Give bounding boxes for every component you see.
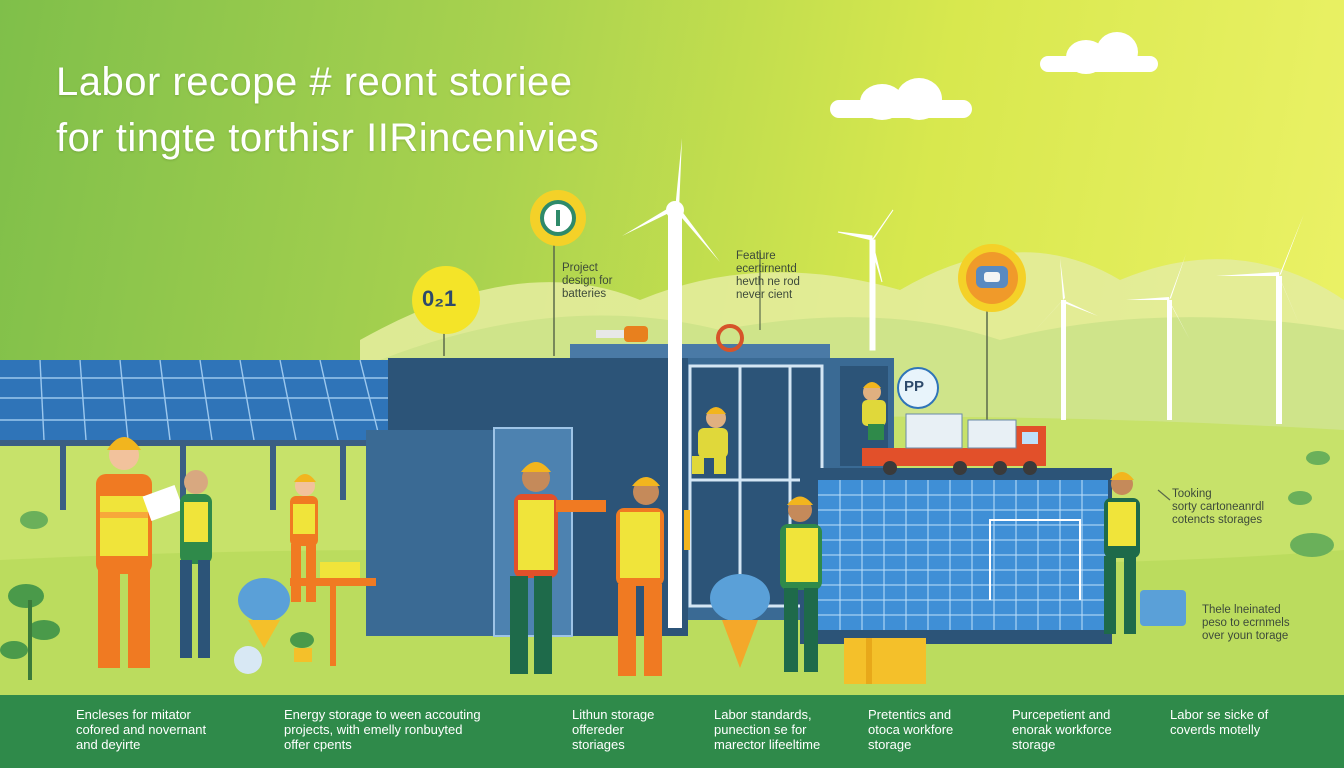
pp-badge-icon <box>897 367 939 409</box>
annotation-maintained: Thele lneinated peso to ecrnmels over yo… <box>1202 604 1290 642</box>
caption-3: Lithun storage offereder storiages <box>572 707 655 752</box>
counter-badge-icon <box>412 266 480 334</box>
drum-icon <box>710 574 770 668</box>
counter-badge-label: 0₂1 <box>422 286 457 311</box>
wind-turbine-icon <box>1126 254 1190 420</box>
worker-icon <box>180 470 212 658</box>
worker-icon <box>692 407 728 474</box>
caption-2: Energy storage to ween accouting project… <box>284 707 481 752</box>
pp-badge-label: PP <box>904 378 925 395</box>
solar-panel-icon <box>0 359 420 510</box>
drum-icon <box>234 578 290 674</box>
worker-icon <box>780 496 822 672</box>
caption-7: Labor se sicke of coverds motelly <box>1170 707 1269 737</box>
worker-icon <box>96 437 184 668</box>
gear-icon <box>530 190 586 246</box>
cloud <box>830 78 972 120</box>
page-title: Labor recope # reont storiee for tingte … <box>56 54 599 166</box>
wind-turbine-icon <box>837 209 894 351</box>
annotation-feature: Feature ecertirnentd hevth ne rod never … <box>736 250 800 301</box>
plant-icon <box>0 584 60 680</box>
wind-turbine-icon <box>1030 258 1098 420</box>
wind-turbine-icon <box>1216 214 1304 424</box>
plant-icon <box>290 632 314 662</box>
caption-5: Pretentics and otoca workfore storage <box>868 707 954 752</box>
annotation-project: Project design for batteries <box>562 262 613 300</box>
sun-badge-icon <box>958 244 1026 312</box>
title-line-1: Labor recope # reont storiee <box>56 60 573 104</box>
caption-bar: Encleses for mitator cofored and noverna… <box>0 695 1344 768</box>
annotation-tracking: Tooking sorty cartoneanrdl cotencts stor… <box>1172 488 1265 526</box>
caption-6: Purcepetient and enorak workforce storag… <box>1012 707 1112 752</box>
cloud <box>1040 32 1158 74</box>
worker-icon <box>290 474 318 602</box>
plant-icon <box>20 451 1334 557</box>
worker-icon <box>616 477 690 676</box>
worker-icon <box>862 382 886 440</box>
caption-4: Labor standards, punection se for marect… <box>714 707 821 752</box>
title-line-2: for tingte torthisr IIRincenivies <box>56 116 600 160</box>
worker-icon <box>1104 472 1140 634</box>
wind-turbine-icon <box>622 138 720 628</box>
truck-icon <box>862 413 1046 475</box>
worker-icon <box>510 462 606 674</box>
caption-1: Encleses for mitator cofored and noverna… <box>76 707 207 752</box>
